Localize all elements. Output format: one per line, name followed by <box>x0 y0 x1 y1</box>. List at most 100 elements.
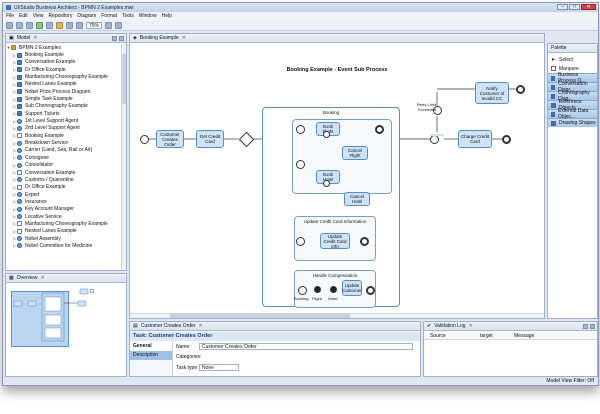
column-source[interactable]: Source <box>430 333 446 339</box>
expand-arrow-icon[interactable]: ▷ <box>12 111 17 117</box>
close-icon[interactable]: ✕ <box>40 275 45 281</box>
format-icon[interactable] <box>56 21 63 29</box>
expand-arrow-icon[interactable]: ▷ <box>12 221 17 227</box>
drawer-choreography[interactable]: Choreography Diag... <box>548 90 597 102</box>
task-update-credit-card-info[interactable]: Update Credit Card Info <box>320 233 350 249</box>
menu-repository[interactable]: Repository <box>48 13 73 19</box>
tree-item[interactable]: ▷Simple Task Example <box>6 95 121 102</box>
tree-item[interactable]: ▷Consolidator <box>6 162 121 169</box>
zoom-out-icon[interactable] <box>115 21 123 29</box>
editor-hscrollbar[interactable] <box>130 313 544 318</box>
drawer-drawing-shapes[interactable]: Drawing Shapes <box>548 118 597 127</box>
diagram-canvas[interactable]: Booking Example - Event Sub Process <box>130 44 544 318</box>
task-update-customer[interactable]: Update Customer <box>342 280 362 296</box>
expand-arrow-icon[interactable]: ▷ <box>12 125 17 131</box>
task-notify-customer[interactable]: Notify Customer of Invalid CC <box>475 82 509 104</box>
inner-end-event[interactable] <box>375 125 384 134</box>
booking-start-event-2[interactable] <box>296 160 305 169</box>
task-get-credit-card[interactable]: Get Credit Card <box>196 130 224 148</box>
zoom-in-icon[interactable] <box>105 21 113 29</box>
task-cancel-hotel[interactable]: Cancel Hotel <box>344 192 370 206</box>
menu-format[interactable]: Format <box>101 13 118 19</box>
expand-arrow-icon[interactable]: ▷ <box>12 96 17 102</box>
properties-tab[interactable]: Customer Creates Order <box>140 323 196 329</box>
tree-item[interactable]: ▷Customs / Quarantine <box>6 176 121 183</box>
overview-thumbnail[interactable] <box>8 285 120 362</box>
drawer-business-process[interactable]: Business Process O... <box>548 72 597 84</box>
tree-item[interactable]: ▷Dr Office Example <box>6 66 121 73</box>
print-icon[interactable] <box>46 21 53 29</box>
tree-item[interactable]: ▷1st Level Support Agent <box>6 117 121 124</box>
end-event[interactable] <box>502 135 511 144</box>
drawer-reference-objects[interactable]: Reference Objects <box>548 99 597 111</box>
tree-item[interactable]: ▷Key Account Manager <box>6 206 121 213</box>
palette-select-tool[interactable]: ➤Select <box>548 55 597 64</box>
close-icon[interactable]: ✕ <box>33 35 38 41</box>
collapse-icon[interactable] <box>112 35 117 41</box>
task-type-select[interactable]: None <box>199 364 239 371</box>
expand-arrow-icon[interactable]: ▷ <box>12 140 17 146</box>
collapse-arrow-icon[interactable]: ▼ <box>6 45 11 51</box>
tree-item[interactable]: ▷Nobel Committee for Medicine <box>6 242 121 249</box>
expand-arrow-icon[interactable]: ▷ <box>12 59 17 65</box>
close-button[interactable]: ✕ <box>581 4 596 10</box>
menu-help[interactable]: Help <box>161 13 172 19</box>
undo-icon[interactable] <box>66 21 73 29</box>
palette-marquee-tool[interactable]: Marquee <box>548 64 597 73</box>
tree-item[interactable]: ▷Conversation Example <box>6 169 121 176</box>
maximize-button[interactable]: □ <box>569 4 580 10</box>
name-field[interactable]: Customer Creates Order <box>199 343 413 350</box>
tree-item[interactable]: ▷Consignee <box>6 154 121 161</box>
tree-item[interactable]: ▷Nobel Prize Process Diagram <box>6 88 121 95</box>
tab-general[interactable]: General <box>130 342 172 351</box>
open-icon[interactable] <box>16 21 23 29</box>
close-icon[interactable]: ✕ <box>198 323 203 329</box>
zoom-select[interactable]: 75% <box>86 21 103 29</box>
close-icon[interactable]: ✕ <box>181 35 186 41</box>
tree-item[interactable]: ▷Carrier (Land, Sea, Rail or Air) <box>6 147 121 154</box>
compensate-flight-event[interactable] <box>314 286 321 293</box>
clear-icon[interactable] <box>583 323 588 329</box>
expand-arrow-icon[interactable]: ▷ <box>12 147 17 153</box>
compensation-end-event[interactable] <box>366 286 375 295</box>
task-cancel-flight[interactable]: Cancel Flight <box>342 146 368 160</box>
drawer-conversation[interactable]: Conversation Diagr... <box>548 81 597 93</box>
compensate-hotel-event[interactable] <box>330 286 337 293</box>
expand-arrow-icon[interactable]: ▷ <box>12 236 17 242</box>
expand-arrow-icon[interactable]: ▷ <box>12 52 17 58</box>
notify-end-event[interactable] <box>516 85 525 94</box>
tree-item[interactable]: ▷Manfacturing Choreography Example <box>6 220 121 227</box>
tree-item[interactable]: ▷Sub Choreography Example <box>6 103 121 110</box>
editor-tab[interactable]: Booking Example <box>139 35 179 41</box>
task-customer-creates-order[interactable]: Customer Creates Order <box>156 130 184 148</box>
tree-item[interactable]: ▷Expert <box>6 191 121 198</box>
expand-arrow-icon[interactable]: ▷ <box>12 206 17 212</box>
tree-item[interactable]: ▷Locative Service <box>6 213 121 220</box>
menu-icon[interactable] <box>119 35 124 41</box>
tree-item[interactable]: ▷Insurance <box>6 198 121 205</box>
compensation-start-event[interactable] <box>298 286 307 295</box>
boundary-error-event[interactable] <box>430 135 439 144</box>
menu-window[interactable]: Window <box>138 13 157 19</box>
tree-root[interactable]: ▼ BPMN 2 Examples <box>6 44 121 51</box>
model-scrollbar[interactable] <box>121 44 126 270</box>
tree-item[interactable]: ▷Support Tickets <box>6 110 121 117</box>
model-tab[interactable]: Model <box>16 35 31 41</box>
update-cc-end-event[interactable] <box>360 237 369 246</box>
tree-item[interactable]: ▷Dr Office Example <box>6 184 121 191</box>
expand-arrow-icon[interactable]: ▷ <box>12 133 17 139</box>
expand-arrow-icon[interactable]: ▷ <box>12 170 17 176</box>
menu-view[interactable]: View <box>32 13 44 19</box>
inner-start-event[interactable] <box>296 125 305 134</box>
tree-item[interactable]: ▷Booking Example <box>6 132 121 139</box>
expand-arrow-icon[interactable]: ▷ <box>12 177 17 183</box>
expand-arrow-icon[interactable]: ▷ <box>12 184 17 190</box>
new-icon[interactable] <box>6 21 13 29</box>
menu-icon[interactable] <box>590 323 595 329</box>
update-cc-start-event[interactable] <box>296 237 305 246</box>
close-icon[interactable]: ✕ <box>468 323 473 329</box>
tree-item[interactable]: ▷Manfacturing Choreography Example <box>6 73 121 80</box>
expand-arrow-icon[interactable]: ▷ <box>12 103 17 109</box>
palette-tab[interactable]: Palette <box>551 45 567 51</box>
drawer-external-data[interactable]: External Data Objec... <box>548 108 597 120</box>
